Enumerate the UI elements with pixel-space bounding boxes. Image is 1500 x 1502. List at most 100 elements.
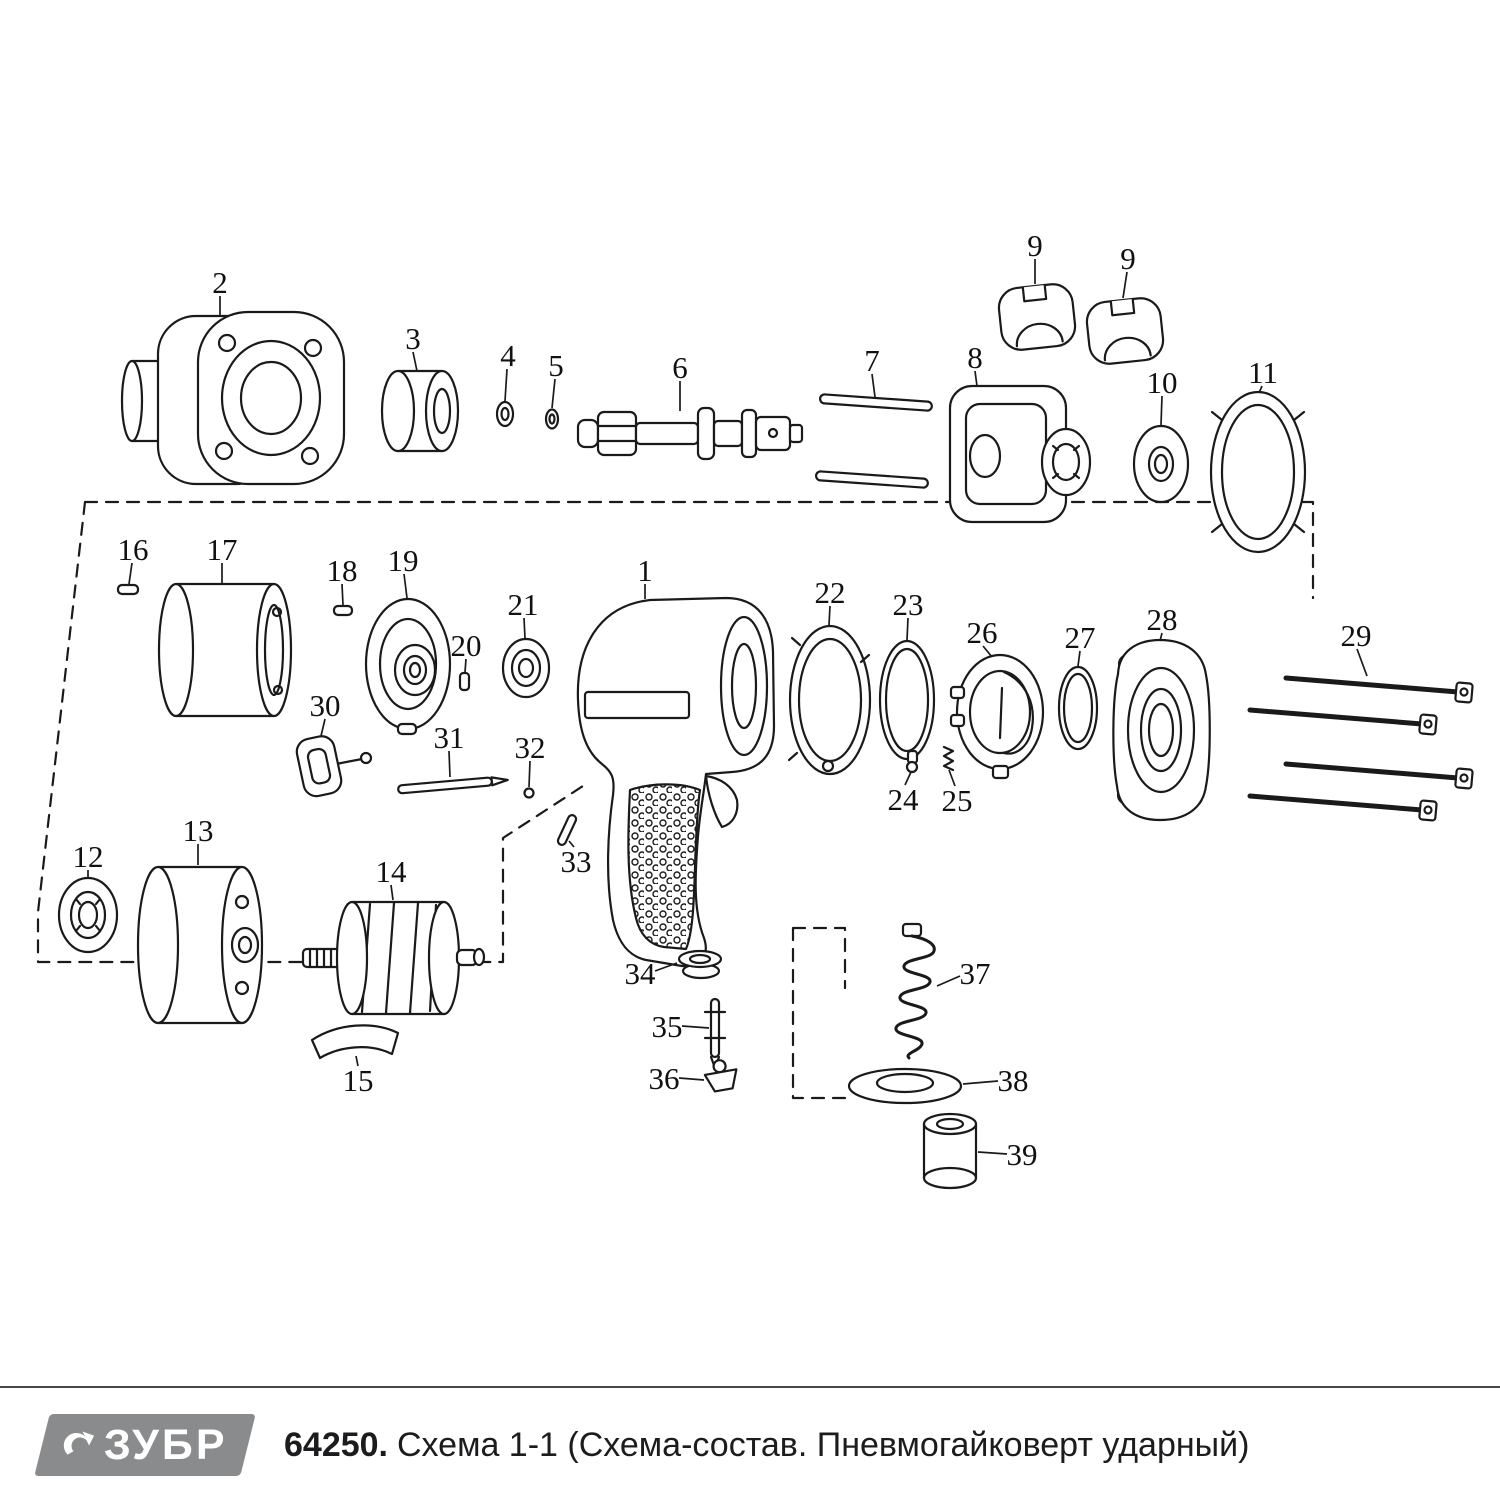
zubr-logo-arrow-icon	[64, 1430, 95, 1455]
part-label-6: 6	[672, 350, 688, 385]
part-32-ball	[523, 787, 535, 799]
part-label-9: 9	[1120, 241, 1136, 276]
leader-line-39	[977, 1151, 1008, 1155]
part-26-regulator-valve	[949, 653, 1045, 780]
part-label-17: 17	[207, 532, 238, 567]
part-label-10: 10	[1147, 365, 1178, 400]
part-6-anvil-shaft	[576, 406, 804, 461]
leader-line-36	[678, 1077, 705, 1081]
part-label-36: 36	[649, 1061, 680, 1096]
part-label-27: 27	[1065, 620, 1096, 655]
part-15-rotor-vane	[310, 1024, 400, 1060]
part-11-retainer-ring	[1209, 390, 1307, 554]
part-27-o-ring	[1057, 665, 1099, 751]
part-label-23: 23	[893, 587, 924, 622]
part-24-screw	[905, 749, 919, 774]
part-label-30: 30	[310, 688, 341, 723]
assembly-dashed-lines	[36, 500, 1315, 1100]
part-16-pin	[116, 583, 140, 596]
part-label-28: 28	[1147, 602, 1178, 637]
part-label-3: 3	[405, 321, 421, 356]
part-4-washer	[495, 400, 515, 428]
part-37-spring	[894, 922, 936, 1060]
part-38-cap-plate	[847, 1067, 963, 1105]
leader-line-29	[1356, 648, 1368, 677]
part-label-14: 14	[376, 854, 408, 889]
part-14-rotor	[301, 900, 486, 1016]
leader-line-8	[974, 370, 978, 387]
part-label-35: 35	[652, 1009, 683, 1044]
leader-line-28	[1159, 632, 1163, 642]
leader-line-16	[128, 562, 133, 585]
part-label-34: 34	[625, 956, 657, 991]
part-label-18: 18	[327, 553, 358, 588]
part-23-o-ring	[878, 639, 936, 761]
part-label-19: 19	[388, 543, 419, 578]
part-label-9: 9	[1027, 228, 1043, 263]
leader-line-31	[448, 750, 451, 778]
part-label-39: 39	[1007, 1137, 1038, 1172]
part-34-washer-set	[677, 949, 723, 980]
part-33-pin	[556, 814, 578, 846]
part-31-valve-stem-rod	[397, 776, 509, 795]
exploded-parts-diagram: 2345678991011116171819202122232627282930…	[36, 228, 1474, 1190]
part-35-valve-stem	[703, 997, 727, 1070]
leader-line-9	[1122, 271, 1128, 299]
part-label-8: 8	[967, 340, 983, 375]
leader-line-30	[320, 718, 326, 737]
part-label-11: 11	[1248, 355, 1278, 390]
leader-line-20	[464, 658, 467, 673]
part-label-33: 33	[561, 844, 592, 879]
leader-line-14	[390, 884, 394, 901]
leader-line-35	[681, 1025, 710, 1029]
part-29-bolts	[1247, 675, 1474, 822]
part-7-pins	[814, 393, 933, 489]
part-28-front-cover	[1112, 638, 1211, 822]
part-20-pin	[458, 671, 471, 692]
part-30-reverse-knob	[295, 735, 373, 798]
leader-line-26	[982, 645, 993, 658]
part-19-rear-end-plate	[364, 597, 452, 736]
part-label-21: 21	[508, 587, 539, 622]
leader-line-18	[341, 583, 344, 606]
part-label-2: 2	[212, 265, 228, 300]
part-label-12: 12	[73, 839, 104, 874]
leader-line-7	[871, 373, 876, 398]
leader-line-24	[904, 771, 912, 786]
part-25-spring-small	[942, 745, 955, 772]
part-2-hammer-case	[120, 310, 346, 486]
part-13-cylinder	[136, 865, 264, 1025]
leader-line-32	[528, 760, 531, 788]
part-21-bearing	[501, 637, 551, 699]
footer: ЗУБР 64250.Схема 1-1 (Схема-состав. Пнев…	[0, 1386, 1500, 1502]
part-39-inlet-bushing	[922, 1112, 978, 1190]
part-10-washer	[1132, 424, 1190, 504]
part-label-26: 26	[967, 615, 998, 650]
leader-line-22	[828, 605, 831, 626]
part-5-ring	[544, 408, 560, 430]
leader-line-5	[551, 378, 556, 409]
part-label-31: 31	[434, 720, 465, 755]
zubr-logo-text: ЗУБР	[104, 1420, 228, 1469]
part-36-trigger-valve	[703, 1059, 738, 1093]
leader-line-19	[403, 573, 408, 599]
part-label-7: 7	[864, 343, 880, 378]
leader-line-25	[948, 769, 956, 787]
part-label-37: 37	[960, 956, 991, 991]
zubr-logo: ЗУБР	[34, 1414, 256, 1476]
leader-line-38	[962, 1080, 999, 1085]
part-label-4: 4	[500, 338, 516, 373]
footer-code: 64250.	[284, 1425, 388, 1464]
footer-caption: 64250.Схема 1-1 (Схема-состав. Пневмогай…	[284, 1426, 1249, 1465]
leader-line-21	[523, 617, 526, 639]
part-label-13: 13	[183, 813, 214, 848]
part-label-1: 1	[637, 553, 653, 588]
part-label-32: 32	[515, 730, 546, 765]
leader-line-10	[1160, 395, 1163, 426]
part-8-hammer-cage	[948, 384, 1092, 524]
part-label-5: 5	[548, 348, 564, 383]
leader-line-11	[1258, 385, 1263, 394]
zubr-logo-inner: ЗУБР	[62, 1420, 228, 1469]
part-label-25: 25	[942, 783, 973, 818]
leader-line-3	[412, 351, 418, 372]
